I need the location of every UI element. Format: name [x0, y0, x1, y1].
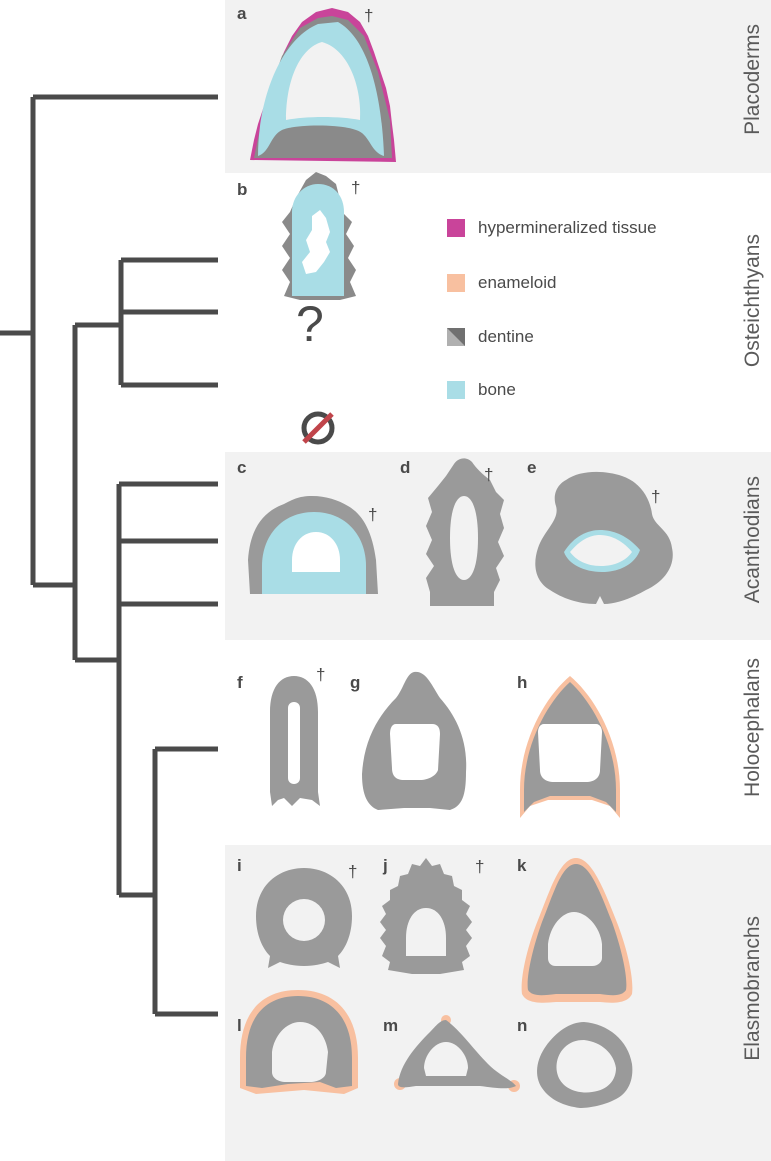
section-a	[250, 8, 396, 162]
clade-osteichthyans: Osteichthyans	[741, 234, 764, 368]
panel-label-h: h	[517, 673, 528, 692]
legend-label: bone	[478, 380, 516, 399]
panel-label-i: i	[237, 856, 242, 875]
panel-label-l: l	[237, 1016, 242, 1035]
panel-label-f: f	[237, 673, 243, 692]
extinct-dagger-b: †	[351, 178, 361, 197]
section-k	[521, 858, 633, 1003]
panel-label-m: m	[383, 1016, 399, 1035]
clade-placoderms: Placoderms	[741, 24, 764, 135]
legend-dentine: dentine	[447, 327, 534, 347]
extinct-dagger-d: †	[484, 465, 494, 484]
section-h	[520, 676, 620, 818]
legend-hypermineralized: hypermineralized tissue	[447, 218, 657, 238]
legend-enameloid: enameloid	[447, 273, 556, 293]
section-l	[240, 990, 358, 1094]
panel-label-g: g	[350, 673, 361, 692]
section-c	[248, 496, 378, 594]
panel-label-a: a	[237, 4, 247, 23]
legend-label: enameloid	[478, 273, 557, 292]
extinct-dagger-a: †	[364, 6, 374, 25]
panel-label-c: c	[237, 458, 247, 477]
panel-label-e: e	[527, 458, 537, 477]
legend-swatch-bone	[447, 381, 465, 399]
panel-label-k: k	[517, 856, 527, 875]
legend-label: hypermineralized tissue	[478, 218, 657, 237]
section-g	[362, 671, 467, 810]
section-j	[380, 858, 472, 974]
panel-label-b: b	[237, 180, 248, 199]
extinct-dagger-i: †	[348, 862, 358, 881]
section-f	[270, 676, 320, 806]
section-i	[256, 868, 352, 968]
legend-swatch-dentine	[447, 328, 465, 346]
section-e	[535, 471, 673, 604]
legend-label: dentine	[478, 327, 534, 346]
legend-swatch-hypermineralized	[447, 219, 465, 237]
section-n	[537, 1022, 633, 1108]
clade-acanthodians: Acanthodians	[741, 476, 764, 604]
panel-label-d: d	[400, 458, 411, 477]
section-m	[394, 1015, 520, 1092]
panel-label-n: n	[517, 1016, 528, 1035]
legend-bone: bone	[447, 380, 516, 400]
unknown-marker: ?	[296, 296, 324, 352]
extinct-dagger-e: †	[651, 487, 661, 506]
legend-swatch-enameloid	[447, 274, 465, 292]
extinct-dagger-f: †	[316, 665, 326, 684]
absent-marker	[301, 411, 335, 445]
section-d	[426, 458, 504, 606]
extinct-dagger-c: †	[368, 505, 378, 524]
section-b	[282, 172, 356, 300]
phylogenetic-tree	[0, 94, 218, 1017]
panel-label-j: j	[383, 856, 388, 875]
extinct-dagger-j: †	[475, 857, 485, 876]
clade-elasmobranchs: Elasmobranchs	[741, 916, 764, 1061]
clade-holocephalans: Holocephalans	[741, 658, 764, 797]
